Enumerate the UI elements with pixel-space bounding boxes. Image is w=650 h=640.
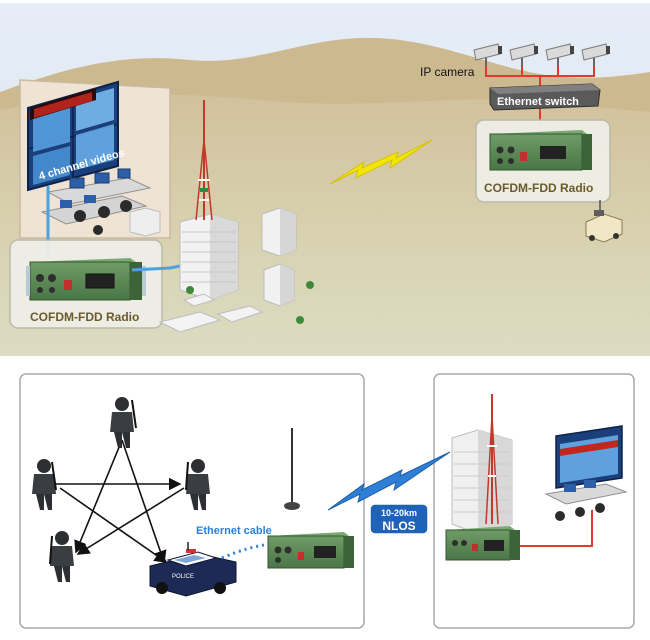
top-scene: 4 channel videos bbox=[0, 0, 650, 356]
soldier-top bbox=[110, 397, 137, 448]
city-buildings bbox=[129, 100, 314, 333]
range-badge-mode: NLOS bbox=[382, 519, 415, 533]
ip-camera-label: IP camera bbox=[420, 65, 475, 79]
wireless-link-bolt bbox=[329, 139, 433, 185]
field-radio bbox=[267, 428, 354, 569]
base-antenna-tower bbox=[485, 394, 499, 525]
remote-vehicle bbox=[585, 200, 623, 243]
base-radio bbox=[445, 526, 520, 561]
ip-camera-2 bbox=[509, 43, 538, 66]
operator-desks bbox=[40, 168, 152, 235]
ip-camera-3 bbox=[545, 43, 574, 66]
top-scene-canvas: 4 channel videos bbox=[0, 0, 650, 356]
police-car-text: POLICE bbox=[172, 574, 194, 580]
command-center-room: 4 channel videos bbox=[19, 79, 171, 239]
ethernet-switch: Ethernet switch bbox=[489, 83, 601, 111]
soldier-right bbox=[185, 459, 210, 510]
range-badge-distance: 10-20km bbox=[381, 508, 417, 518]
bottom-scene: POLICE Ethernet cable 10-20km NLOS bbox=[0, 356, 650, 640]
remote-radio-label: COFDM-FDD Radio bbox=[484, 181, 593, 195]
police-car: POLICE bbox=[149, 542, 237, 597]
remote-radio-panel: COFDM-FDD Radio bbox=[475, 119, 611, 203]
command-radio-panel: COFDM-FDD Radio bbox=[9, 239, 163, 329]
soldier-left bbox=[32, 459, 57, 510]
ip-camera-4 bbox=[581, 43, 610, 66]
soldier-bottom-left bbox=[49, 531, 74, 582]
bottom-scene-canvas: POLICE Ethernet cable 10-20km NLOS bbox=[19, 373, 635, 629]
ethernet-switch-label: Ethernet switch bbox=[497, 96, 579, 108]
base-building bbox=[451, 394, 513, 535]
antenna-tower bbox=[195, 100, 213, 221]
wireless-link-bolt-blue bbox=[327, 451, 451, 511]
base-red-cable bbox=[520, 510, 593, 547]
video-wall: 4 channel videos bbox=[27, 80, 126, 192]
top-border bbox=[0, 0, 650, 3]
monitoring-station bbox=[544, 425, 628, 521]
ip-camera-1 bbox=[473, 43, 502, 66]
remote-radio-unit bbox=[489, 130, 592, 171]
command-radio-unit bbox=[26, 258, 146, 301]
team-mesh-links bbox=[56, 439, 185, 564]
ip-cameras bbox=[473, 43, 610, 66]
range-badge: 10-20km NLOS bbox=[369, 503, 429, 535]
ethernet-cable-label: Ethernet cable bbox=[196, 525, 272, 537]
command-radio-label: COFDM-FDD Radio bbox=[30, 310, 139, 324]
